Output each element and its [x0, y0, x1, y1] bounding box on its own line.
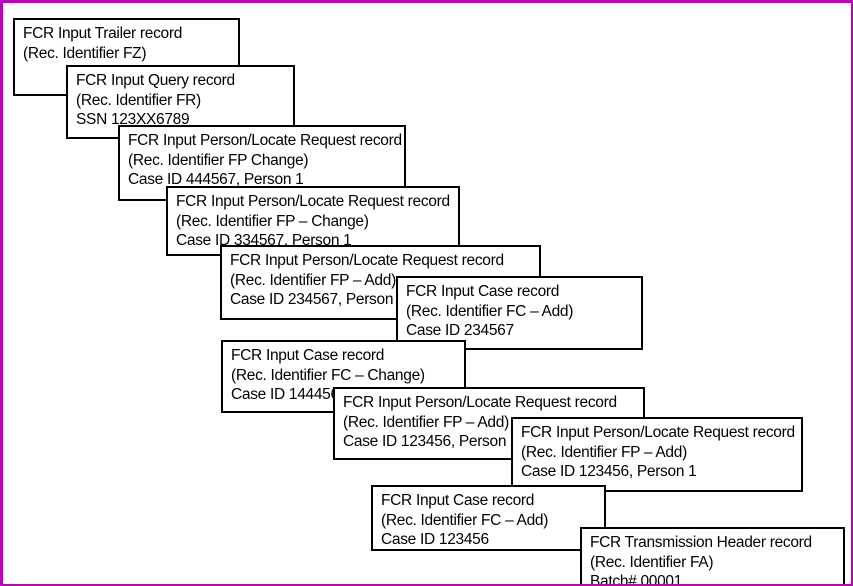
- record-line: (Rec. Identifier FP – Add): [230, 271, 396, 289]
- record-line: FCR Input Person/Locate Request record: [128, 132, 402, 149]
- record-line: Case ID 444567, Person 1: [128, 171, 304, 188]
- record-line: (Rec. Identifier FA): [590, 553, 714, 571]
- record-line: Batch# 00001: [590, 573, 683, 586]
- record-line: Case ID 234567: [406, 322, 514, 339]
- record-line: (Rec. Identifier FP Change): [128, 151, 309, 169]
- record-box-case-234567: FCR Input Case record (Rec. Identifier FC…: [396, 276, 643, 350]
- record-line: FCR Input Trailer record: [23, 25, 183, 42]
- record-line: Case ID 144456: [231, 386, 339, 403]
- record-line: FCR Input Case record: [231, 347, 385, 364]
- record-box-person-locate-123456-person1: FCR Input Person/Locate Request record (R…: [511, 417, 803, 492]
- record-line: (Rec. Identifier FP – Add): [343, 413, 509, 431]
- record-line: FCR Input Person/Locate Request record: [521, 424, 795, 441]
- record-line: FCR Input Query record: [76, 72, 235, 89]
- record-line: (Rec. Identifier FC – Change): [231, 366, 425, 384]
- record-line: Case ID 234567, Person 1: [230, 291, 406, 308]
- record-box-transmission-header: FCR Transmission Header record (Rec. Iden…: [580, 527, 845, 586]
- record-line: SSN 123XX6789: [76, 111, 190, 128]
- record-line: (Rec. Identifier FR): [76, 91, 201, 109]
- record-line: FCR Input Case record: [406, 283, 560, 300]
- record-line: (Rec. Identifier FP – Add): [521, 443, 687, 461]
- record-line: FCR Input Case record: [381, 492, 535, 509]
- record-line: (Rec. Identifier FC – Add): [381, 511, 549, 529]
- record-line: (Rec. Identifier FP – Change): [176, 212, 369, 230]
- record-line: Case ID 123456, Person 2: [343, 433, 519, 450]
- record-line: Case ID 123456, Person 1: [521, 463, 697, 480]
- record-line: (Rec. Identifier FC – Add): [406, 302, 574, 320]
- record-box-person-locate-444567: FCR Input Person/Locate Request record (R…: [118, 125, 406, 201]
- record-line: FCR Input Person/Locate Request record: [176, 193, 450, 210]
- record-line: (Rec. Identifier FZ): [23, 44, 147, 62]
- record-line: FCR Transmission Header record: [590, 534, 812, 551]
- record-line: Case ID 123456: [381, 531, 489, 548]
- record-line: FCR Input Person/Locate Request record: [343, 394, 617, 411]
- record-line: Case ID 334567, Person 1: [176, 232, 352, 249]
- record-line: FCR Input Person/Locate Request record: [230, 252, 504, 269]
- record-box-input-query: FCR Input Query record (Rec. Identifier F…: [66, 65, 295, 139]
- record-box-person-locate-234567: FCR Input Person/Locate Request record (R…: [220, 245, 541, 320]
- record-box-case-123456: FCR Input Case record (Rec. Identifier FC…: [371, 485, 606, 551]
